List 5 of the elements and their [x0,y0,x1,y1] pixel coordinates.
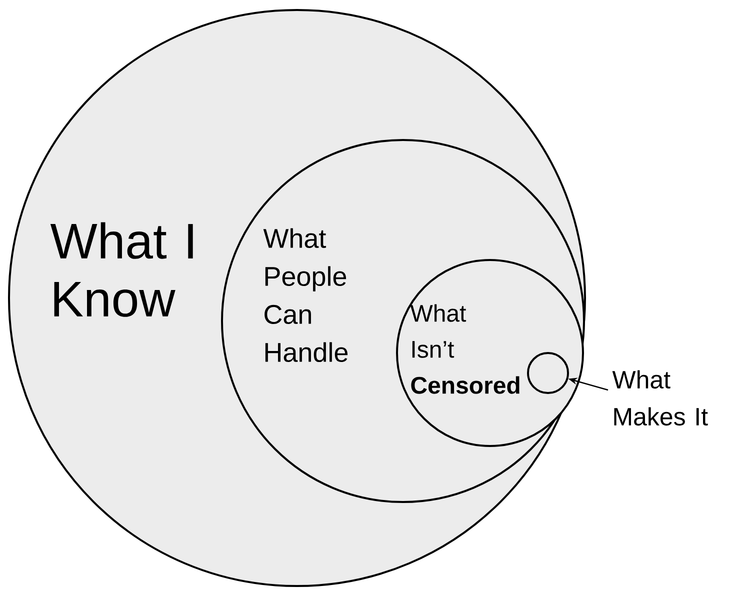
circle-label: What Makes It [612,370,708,426]
circle-label: What Isn’t Censored [410,304,520,394]
circle-label: What I Know [50,222,193,317]
venn-circle [527,352,569,394]
circle-label: What People Can Handle [263,228,348,362]
